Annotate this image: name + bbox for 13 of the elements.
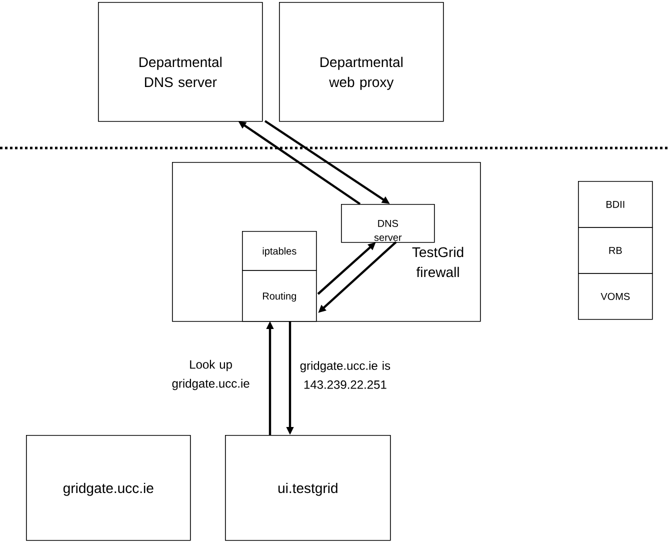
module-box: iptables (242, 231, 317, 271)
host-box: gridgate.ucc.ie (26, 435, 191, 541)
host-box: ui.testgrid (225, 435, 391, 541)
edge-label: gridgate.ucc.ie is 143.239.22.251 (294, 360, 396, 390)
server-box: DNS server (341, 204, 435, 243)
module-box: Routing (242, 270, 317, 322)
service-box: BDII (578, 181, 653, 228)
service-box: VOMS (578, 273, 653, 320)
edge-label: Look up gridgate.ucc.ie (160, 358, 262, 392)
service-box: RB (578, 227, 653, 274)
server-box: Departmental DNS server (98, 2, 263, 122)
proxy-box: Departmental web proxy (279, 2, 444, 122)
box-heading: TestGrid firewall (412, 246, 464, 278)
